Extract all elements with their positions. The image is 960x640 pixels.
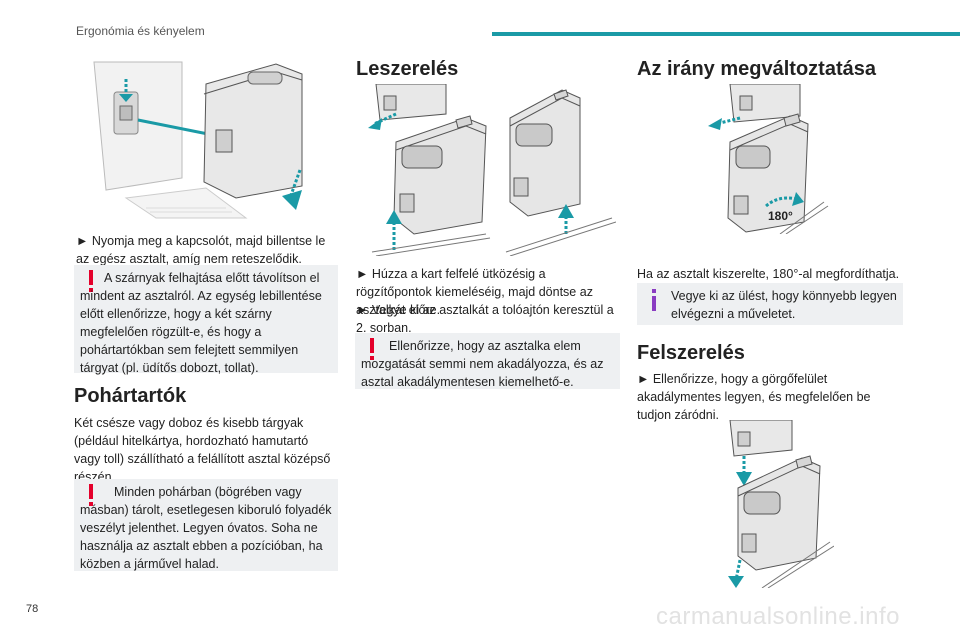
installation-step-1: ► Ellenőrizze, hogy a görgőfelület akadá… bbox=[637, 372, 871, 422]
header-accent-bar bbox=[492, 32, 960, 36]
instruction-text: ► Nyomja meg a kapcsolót, majd billentse… bbox=[76, 234, 326, 266]
rotate-text: Ha az asztalt kiszerelte, 180°-al megfor… bbox=[637, 267, 900, 281]
table-rotate-illustration: 180° bbox=[708, 84, 829, 234]
table-unlock-illustration bbox=[93, 61, 303, 219]
warning-text: A szárnyak felhajtása előtt távolítson e… bbox=[80, 271, 322, 375]
warning-box: A szárnyak felhajtása előtt távolítson e… bbox=[74, 265, 338, 375]
cupholder-text: Két csésze vagy doboz és kisebb tárgyak … bbox=[74, 416, 331, 484]
heading-removal: Leszerelés bbox=[356, 58, 459, 80]
watermark: carmanualsonline.info bbox=[656, 603, 900, 630]
warning-box-2: Minden pohárban (bögrében vagy másban) t… bbox=[74, 479, 338, 571]
warning-icon bbox=[89, 270, 93, 292]
warning-icon bbox=[89, 484, 93, 506]
info-box: Vegye ki az ülést, hogy könnyebb legyen … bbox=[637, 283, 903, 325]
warning-icon bbox=[370, 338, 374, 360]
warning-text-2: Minden pohárban (bögrében vagy másban) t… bbox=[80, 485, 332, 571]
info-icon bbox=[652, 289, 656, 311]
heading-cupholders: Pohártartók bbox=[74, 385, 187, 407]
warning-text-3: Ellenőrizze, hogy az asztalka elem mozga… bbox=[361, 339, 604, 389]
heading-installation: Felszerelés bbox=[637, 342, 745, 364]
warning-box-3: Ellenőrizze, hogy az asztalka elem mozga… bbox=[355, 333, 620, 389]
table-removal-illustration bbox=[368, 84, 616, 256]
rotation-label: 180° bbox=[768, 209, 793, 223]
info-text: Vegye ki az ülést, hogy könnyebb legyen … bbox=[671, 289, 897, 321]
table-install-illustration bbox=[728, 420, 834, 588]
heading-direction-change: Az irány megváltoztatása bbox=[637, 58, 876, 80]
removal-step-1: ► Húzza a kart felfelé ütközésig a rögzí… bbox=[356, 267, 593, 317]
section-title: Ergonómia és kényelem bbox=[76, 24, 205, 38]
removal-step-2: ► Vegye ki az asztalkát a tolóajtón kere… bbox=[356, 303, 614, 335]
page-number: 78 bbox=[26, 603, 39, 615]
